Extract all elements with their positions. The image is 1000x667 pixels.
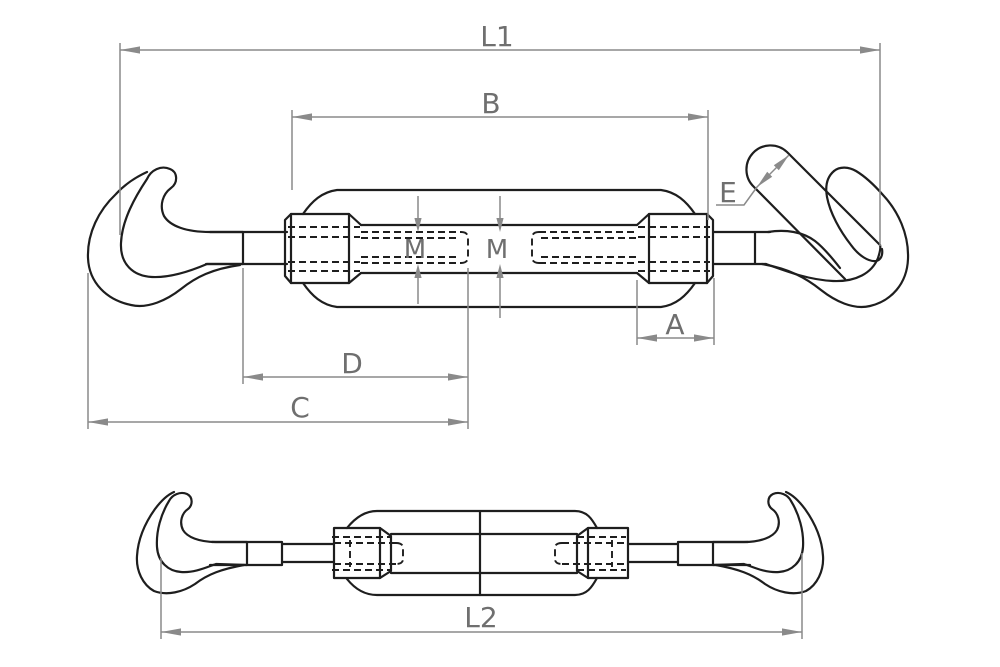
dimension-l1-label: L1 bbox=[480, 20, 513, 53]
dimension-m-right: M bbox=[486, 196, 508, 318]
hidden-thread-lines-top-view bbox=[288, 226, 710, 272]
right-hook-bent-tip-shank bbox=[745, 144, 882, 281]
right-nut-chamfer bbox=[635, 212, 651, 285]
bottom-left-hook-outer-outline bbox=[135, 490, 246, 595]
left-nut-collar bbox=[283, 212, 293, 285]
bottom-left-nut-collar bbox=[378, 526, 393, 580]
bottom-right-nut bbox=[575, 526, 630, 580]
right-hook-neck-top bbox=[766, 229, 842, 270]
bottom-body-top-edge bbox=[345, 509, 599, 530]
bottom-body bbox=[345, 509, 599, 597]
dimension-l2-label: L2 bbox=[464, 601, 497, 634]
right-rod-dashed bbox=[531, 231, 637, 264]
bottom-body-bottom-edge bbox=[345, 576, 599, 597]
dimension-b-label: B bbox=[481, 87, 500, 120]
bottom-view: L2 bbox=[135, 490, 825, 639]
dimension-c-label: C bbox=[290, 391, 310, 424]
left-hook-inner-outline bbox=[119, 166, 245, 279]
dimension-e: E bbox=[716, 154, 790, 209]
left-nut-thread-dashed bbox=[288, 226, 360, 272]
left-nut-chamfer bbox=[347, 212, 363, 285]
hidden-thread-lines-bottom-view bbox=[332, 536, 628, 571]
bottom-right-nut-collar bbox=[575, 526, 590, 580]
body-bottom-edge bbox=[301, 281, 697, 309]
dimension-l2: L2 bbox=[160, 553, 803, 639]
dimension-l1: L1 bbox=[119, 20, 881, 246]
bottom-left-thread-dashed bbox=[332, 536, 404, 571]
dimension-d: D bbox=[242, 268, 469, 429]
bottom-right-shank bbox=[626, 540, 752, 567]
left-rod-dashed bbox=[361, 231, 469, 264]
right-nut-thread-dashed bbox=[638, 226, 710, 272]
right-nut-body bbox=[647, 212, 709, 285]
dimension-a: A bbox=[636, 278, 715, 345]
bottom-left-hook bbox=[135, 490, 336, 595]
right-shank bbox=[712, 230, 772, 266]
bottom-right-nut-body bbox=[586, 526, 630, 580]
dimension-d-label: D bbox=[341, 347, 363, 380]
right-hook bbox=[712, 144, 910, 309]
left-nut-body bbox=[289, 212, 351, 285]
dimension-m-left: M bbox=[404, 196, 426, 304]
bottom-left-shank bbox=[208, 540, 336, 567]
bottom-left-hook-inner-outline bbox=[155, 491, 249, 574]
right-hook-inner-bowl bbox=[764, 243, 882, 283]
dimension-m-left-label: M bbox=[404, 235, 426, 265]
dimension-c: C bbox=[87, 273, 468, 429]
left-hook bbox=[86, 166, 289, 308]
bottom-left-nut bbox=[332, 526, 393, 580]
dimension-b: B bbox=[291, 87, 709, 220]
left-shank bbox=[204, 230, 289, 266]
bottom-right-thread-dashed bbox=[554, 536, 628, 571]
right-hook-tip-inner-edge bbox=[825, 169, 884, 263]
bottom-right-hook-outer-outline bbox=[714, 490, 825, 595]
left-hook-outer-outline bbox=[86, 170, 242, 308]
right-hook-outer-outline bbox=[760, 166, 910, 309]
bottom-body-inner-edges bbox=[389, 510, 579, 597]
left-nut bbox=[283, 212, 363, 285]
bottom-right-hook-inner-outline bbox=[711, 491, 805, 574]
right-nut bbox=[635, 212, 715, 285]
right-nut-collar bbox=[705, 212, 715, 285]
bottom-right-hook bbox=[626, 490, 825, 595]
dimension-a-label: A bbox=[665, 308, 684, 341]
dimension-m-right-label: M bbox=[486, 235, 508, 265]
dimension-e-label: E bbox=[719, 176, 737, 209]
top-view: L1 B E M M bbox=[86, 20, 910, 429]
body-top-edge bbox=[301, 188, 697, 216]
